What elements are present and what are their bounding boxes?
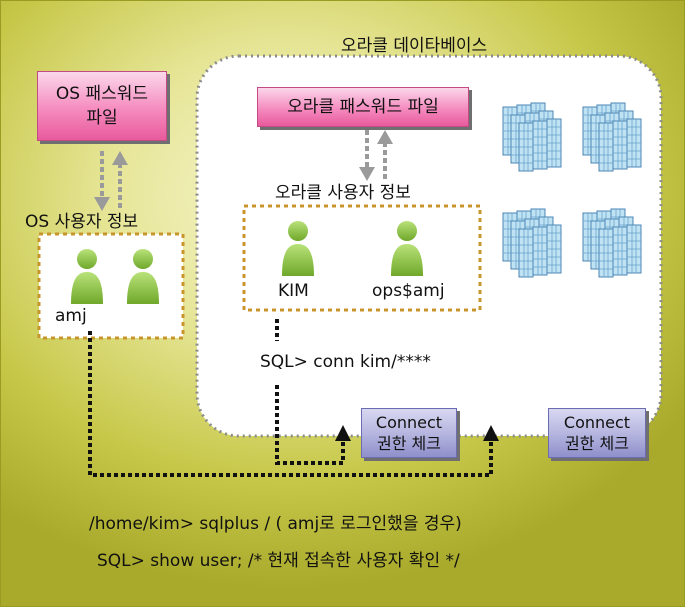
- server-icon-group-3: [503, 209, 561, 277]
- oracle-user-box: [242, 204, 482, 312]
- oracle-password-link-arrows: [359, 130, 393, 181]
- shell-command: /home/kim> sqlplus / ( amj로 로그인했을 경우): [89, 514, 462, 534]
- os-user-label: amj: [55, 306, 87, 326]
- os-user-person-icon-2: [127, 249, 159, 304]
- os-user-box: [37, 232, 185, 340]
- oracle-user-kim-label: KIM: [278, 281, 309, 301]
- sql-conn-command: SQL> conn kim/****: [260, 352, 431, 372]
- oracle-user-opsamj-label: ops$amj: [372, 281, 445, 301]
- oracle-password-file-box: 오라클 패스워드 파일: [257, 87, 469, 127]
- connect-check-2-line1: Connect: [563, 413, 631, 432]
- server-icon-group-4: [583, 209, 641, 277]
- oracle-user-opsamj-person-icon: [391, 221, 423, 276]
- os-password-file-line2: 파일: [86, 108, 118, 128]
- os-password-file-box: OS 패스워드 파일: [37, 71, 167, 141]
- connect-paths: [88, 319, 499, 477]
- os-user-person-icon-1: [71, 249, 103, 304]
- oracle-db-title: 오라클 데이타베이스: [341, 36, 488, 56]
- oracle-user-info-title: 오라클 사용자 정보: [275, 183, 411, 203]
- connect-check-box-1: Connect 권한 체크: [361, 408, 457, 458]
- os-user-info-title: OS 사용자 정보: [25, 212, 139, 232]
- oracle-password-file-label: 오라클 패스워드 파일: [287, 97, 439, 117]
- sql-show-user-command: SQL> show user; /* 현재 접속한 사용자 확인 */: [97, 551, 460, 571]
- oracle-user-kim-person-icon: [282, 221, 314, 276]
- server-icon-group-2: [583, 103, 641, 171]
- connect-check-1-line1: Connect: [375, 413, 443, 432]
- connect-check-2-line2: 권한 체크: [565, 434, 629, 453]
- server-icon-group-1: [503, 103, 561, 171]
- connect-check-1-line2: 권한 체크: [377, 434, 441, 453]
- os-password-file-line1: OS 패스워드: [55, 84, 149, 104]
- connect-check-box-2: Connect 권한 체크: [548, 408, 646, 458]
- os-password-link-arrows: [94, 151, 128, 211]
